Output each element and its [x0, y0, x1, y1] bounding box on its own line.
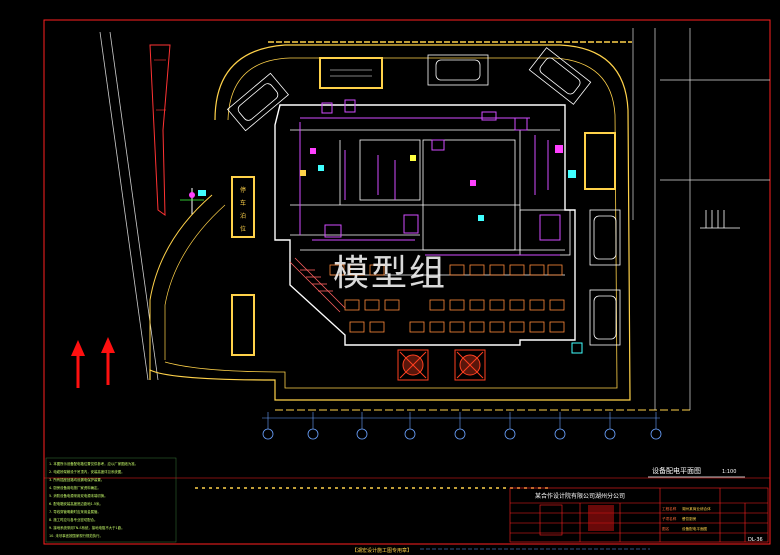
note-8: 8. 施工时应与各专业密切配合。 [49, 517, 97, 522]
entry-marker [571, 342, 583, 354]
company-name: 某合作设计院有限公司湖州分公司 [535, 492, 625, 500]
note-1: 1. 本图所示设备配电箱位置仅供参考，应以厂家图纸为准。 [49, 461, 138, 466]
tb-drawing-value: 设备配电平面图 [682, 526, 708, 531]
tb-drawing-label: 图名 [662, 526, 670, 531]
site-road-inner [164, 57, 618, 389]
right-staircase [700, 210, 740, 229]
outdoor-umbrella-right [454, 349, 486, 381]
equipment-lines [299, 99, 561, 256]
grid-ticks [267, 412, 657, 429]
parking-label-1: 停 [240, 186, 246, 194]
site-road-outer [149, 44, 631, 401]
outdoor-umbrella-left [397, 349, 429, 381]
parking-label-2: 车 [240, 199, 246, 207]
equipment-box-right [584, 132, 616, 190]
equipment-box-top [319, 57, 383, 89]
road-diagonals [99, 31, 159, 381]
note-2: 2. 电缆桥架敷设于吊顶内，安装高度详见系统图。 [49, 469, 125, 474]
building-stair [289, 257, 346, 313]
equipment-accents [300, 145, 576, 221]
interior-walls [290, 129, 571, 276]
title-block [509, 487, 769, 543]
tb-subproject-value: 餐饮厨房 [682, 516, 697, 521]
sheet-frame [43, 19, 771, 545]
parking-label-3: 泊 [240, 212, 246, 220]
tb-subproject-label: 子项名称 [662, 516, 677, 521]
watermark-text: 模型组 [333, 253, 447, 294]
equipment-box-top-detail [330, 69, 372, 77]
fountain-fixture [180, 188, 206, 215]
flow-arrow-right [101, 337, 115, 385]
note-9: 9. 接地系统采用TN-S系统，接地电阻不大于1欧。 [49, 525, 124, 530]
parking-car-top [427, 54, 489, 86]
stamp-caption: 【湖宏设计施工图专用章】 [352, 547, 412, 554]
flow-arrow-left [71, 340, 85, 388]
parking-car-right-top [528, 47, 592, 105]
parking-label-4: 位 [240, 225, 246, 233]
drawing-scale: 1:100 [722, 469, 736, 475]
title-block-stamps [539, 504, 614, 536]
right-site-boundary [632, 28, 770, 410]
tb-project-label: 工程名称 [662, 506, 677, 511]
tb-project-value: 湖州某商业综合体 [682, 506, 711, 511]
parking-car-right-1 [589, 209, 621, 266]
parking-box-lower [231, 294, 255, 356]
parking-car-right-2 [589, 289, 621, 346]
notes-box [45, 457, 177, 543]
note-4: 4. 厨房设备用电按厂家资料确定。 [49, 485, 101, 490]
drawing-title: 设备配电平面图 [652, 466, 701, 475]
general-notes: 1. 本图所示设备配电箱位置仅供参考，应以厂家图纸为准。 2. 电缆桥架敷设于吊… [49, 461, 138, 538]
note-3: 3. 所有插座回路均设漏电保护装置。 [49, 477, 104, 482]
road-curve-left-inner [164, 204, 226, 360]
sheet-number: DL-36 [748, 537, 763, 543]
grid-bubbles [262, 428, 662, 440]
parking-box-upper: 停 车 泊 位 [231, 176, 255, 238]
parking-car-left [226, 72, 290, 132]
entrance-triangle [149, 44, 171, 216]
dining-area [329, 264, 565, 333]
note-10: 10. 未尽事宜按国家现行规范执行。 [49, 533, 103, 538]
note-5: 5. 消防设备电源采用双电源末端切换。 [49, 493, 108, 498]
note-6: 6. 配电箱安装高度底边距地1.5米。 [49, 501, 103, 506]
note-7: 7. 导线穿管明敷时应采用金属管。 [49, 509, 101, 514]
road-curve-left [149, 194, 213, 372]
